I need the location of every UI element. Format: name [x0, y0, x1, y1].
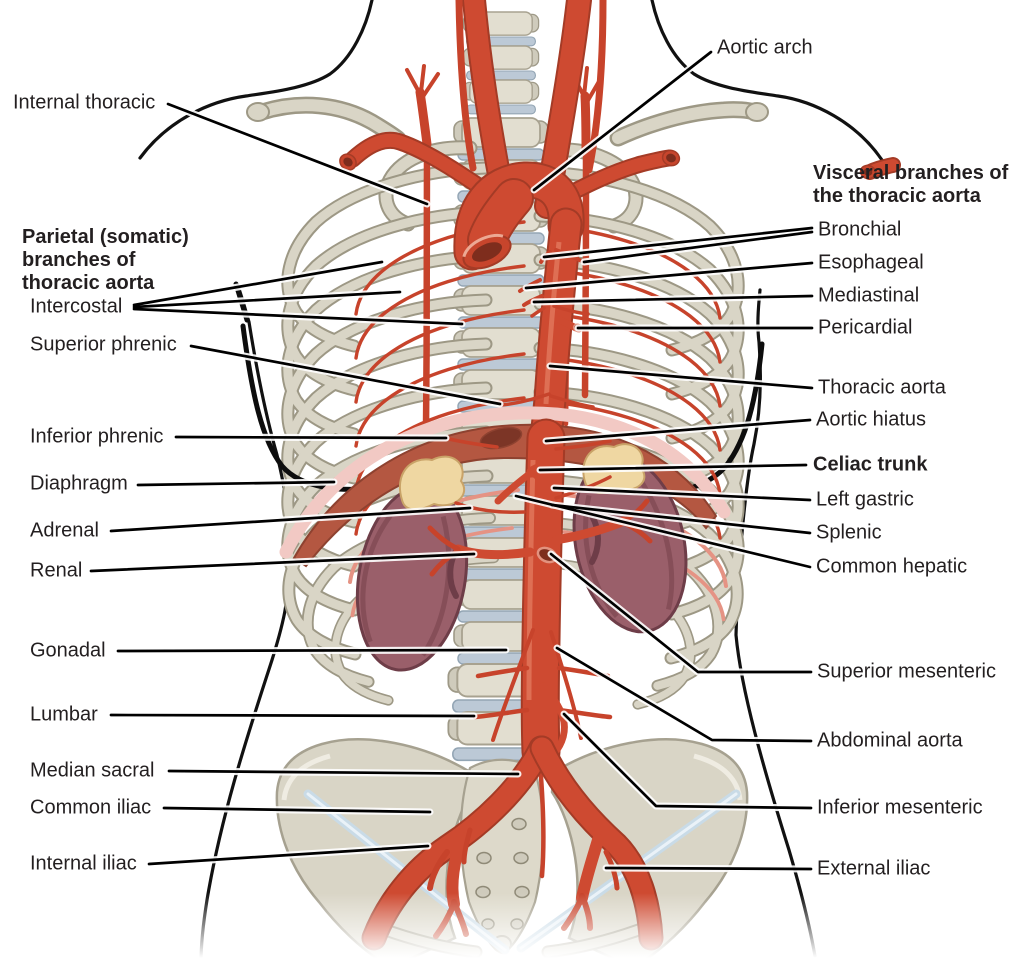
label-common-hepatic: Common hepatic [816, 555, 968, 578]
label-internal-thoracic: Internal thoracic [13, 91, 156, 114]
label-lumbar: Lumbar [30, 703, 98, 726]
label-aortic-hiatus: Aortic hiatus [816, 408, 927, 431]
leader-lines [87, 48, 816, 873]
label-superior-mesenteric: Superior mesenteric [817, 660, 996, 683]
label-external-iliac: External iliac [817, 857, 931, 880]
label-inferior-phrenic: Inferior phrenic [30, 425, 164, 448]
label-renal: Renal [30, 559, 83, 582]
label-mediastinal: Mediastinal [818, 284, 920, 307]
label-inferior-mesenteric: Inferior mesenteric [817, 796, 983, 819]
label-bronchial: Bronchial [818, 218, 902, 241]
label-common-iliac: Common iliac [30, 796, 152, 819]
label-visceral-branches-heading: Visceral branches of the thoracic aorta [813, 162, 1009, 207]
label-median-sacral: Median sacral [30, 759, 155, 782]
abdominal-aorta-and-branches [361, 418, 664, 951]
label-adrenal: Adrenal [30, 519, 99, 542]
label-celiac-trunk: Celiac trunk [813, 453, 928, 476]
label-abdominal-aorta: Abdominal aorta [817, 729, 963, 752]
label-aortic-arch: Aortic arch [717, 36, 813, 59]
bottom-fade [120, 893, 910, 967]
label-intercostal: Intercostal [30, 295, 123, 318]
label-internal-iliac: Internal iliac [30, 852, 137, 875]
label-diaphragm: Diaphragm [30, 472, 128, 495]
label-parietal-branches-heading: Parietal (somatic) branches of thoracic … [22, 226, 189, 294]
label-left-gastric: Left gastric [816, 488, 914, 511]
label-splenic: Splenic [816, 521, 882, 544]
ascending-aorta-cut [462, 233, 512, 270]
label-gonadal: Gonadal [30, 639, 106, 662]
label-thoracic-aorta: Thoracic aorta [818, 376, 946, 399]
left-adrenal-gland [399, 455, 465, 511]
label-superior-phrenic: Superior phrenic [30, 333, 177, 356]
label-pericardial: Pericardial [818, 316, 913, 339]
label-esophageal: Esophageal [818, 251, 924, 274]
